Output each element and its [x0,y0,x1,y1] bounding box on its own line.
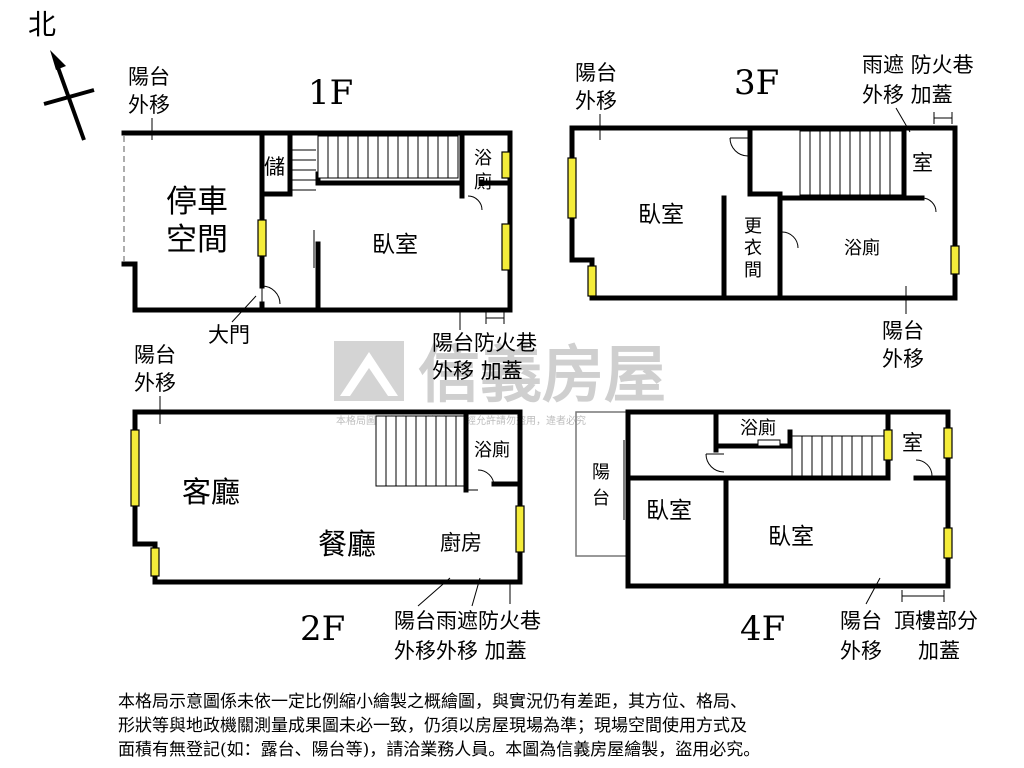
f3-awning-label-1: 雨遮 防火巷 [862,53,974,77]
f4-window-icon [943,527,953,559]
north-compass: 北 [28,8,95,141]
watermark-logo-icon [334,341,404,401]
f2-kitchen-label: 廚房 [440,531,482,555]
f4-room-label: 室 [902,431,923,455]
f1-window-icon [501,151,511,179]
f3-closet-label-1: 更 [744,216,762,237]
f3-closet-label-3: 間 [744,260,762,281]
f2-window-icon [150,547,160,577]
f3-window-icon [950,245,960,275]
f1-stairs [292,135,459,191]
f1-bath-door-icon [467,195,483,211]
f4-bath-label: 浴廁 [740,417,776,439]
f3-balcony-label-2: 外移 [575,89,617,113]
f2-window-icon [515,505,525,553]
f1-parking-label-1: 停車 [166,184,228,220]
floor-2f: 2F 陽台 外移 客廳 餐廳 廚房 浴廁 陽台雨遮防火巷 外移外移 加蓋 [130,343,541,663]
north-arrow-icon [50,50,66,70]
f2-bottom-label-2: 外移外移 加蓋 [394,639,527,663]
f3-balcony-bottom-label-2: 外移 [882,347,924,371]
f1-window-icon [501,223,511,271]
f3-door-icon [921,197,937,213]
floor-3f-title: 3F [734,63,779,103]
f2-dining-label: 餐廳 [318,527,376,561]
f2-living-label: 客廳 [182,475,240,509]
f3-window-icon [587,265,597,297]
floor-1f-title: 1F [308,73,353,113]
f4-roof-label-1: 頂樓部分 [894,609,978,633]
f4-balcony [575,411,629,557]
f3-door-icon [729,137,749,157]
floor-4f-title: 4F [740,609,785,649]
f1-balcony-label-2: 外移 [128,93,170,117]
f1-main-door-label: 大門 [208,323,250,347]
f2-bath-label: 浴廁 [474,439,510,461]
f4-balcony-label-1: 陽 [592,462,610,483]
f3-closet-label-2: 衣 [744,238,762,259]
disclaimer-line: 面積有無登記(如：露台、陽台等)，請洽業務人員。本圖為信義房屋繪製，盜用必究。 [118,740,761,760]
f4-window-icon [943,427,953,459]
f3-balcony-bottom-label-1: 陽台 [882,319,924,343]
f3-stairs [799,130,903,196]
f2-window-icon [130,429,140,507]
f4-door-icon [915,459,933,477]
f3-awning-label-2: 外移 加蓋 [862,83,953,107]
floor-1f: 1F 陽台 外移 停車 空間 儲 浴 廁 [121,65,537,383]
f4-bedroom-right-label: 臥室 [768,524,814,550]
north-label: 北 [28,8,56,41]
f4-bedroom-left-label: 臥室 [646,498,692,524]
disclaimer-line: 形狀等與地政機關測量成果圖未必一致，仍須以房屋現場為準；現場空間使用方式及 [118,716,747,736]
f4-window-icon [883,429,893,461]
f3-room-label: 室 [912,151,933,175]
f1-firelane-label-1: 陽台防火巷 [432,331,537,355]
f4-balcony-label-2: 台 [592,488,610,509]
f2-balcony-label-2: 外移 [134,371,176,395]
f4-balcony-outer-label-1: 陽台 [840,609,882,633]
f3-door-icon [781,231,799,249]
f3-bath-label: 浴廁 [844,237,880,259]
f1-parking-label-2: 空間 [166,222,228,258]
f4-roof-label-2: 加蓋 [918,639,960,663]
f1-window-icon [257,219,267,257]
f1-bath-label-2: 廁 [474,171,492,193]
f1-bath-label-1: 浴 [474,148,492,169]
f3-bedroom-label: 臥室 [638,202,684,228]
f4-balcony-outer-label-2: 外移 [840,639,882,663]
floor-3f: 3F 陽台 外移 雨遮 防火巷 外移 加蓋 臥室 更 衣 間 浴廁 [567,53,974,371]
disclaimer-line: 本格局示意圖係未依一定比例縮小繪製之概繪圖，與實況仍有差距，其方位、格局、 [118,692,747,712]
f1-main-door-icon [261,285,281,305]
f1-bedroom-label: 臥室 [372,232,418,258]
f1-firelane-label-2: 外移 加蓋 [432,359,523,383]
floor-4f: 4F 陽 台 臥室 臥室 浴廁 室 陽台 外移 頂樓部分 加蓋 [575,409,978,663]
f4-door-icon [705,453,725,473]
f2-bottom-label-1: 陽台雨遮防火巷 [394,609,541,633]
f3-window-icon [567,157,577,219]
f1-balcony-label-1: 陽台 [128,65,170,89]
f1-storage-label: 儲 [264,155,285,179]
f2-stairs [375,415,465,487]
watermark-brand: 信義房屋 [418,338,666,411]
f4-stairs [791,435,887,477]
disclaimer: 本格局示意圖係未依一定比例縮小繪製之概繪圖，與實況仍有差距，其方位、格局、 形狀… [118,690,918,762]
f2-bath-door-icon [477,469,495,487]
f2-balcony-label-1: 陽台 [134,343,176,367]
floor-2f-title: 2F [300,609,345,649]
f3-balcony-label-1: 陽台 [575,61,617,85]
